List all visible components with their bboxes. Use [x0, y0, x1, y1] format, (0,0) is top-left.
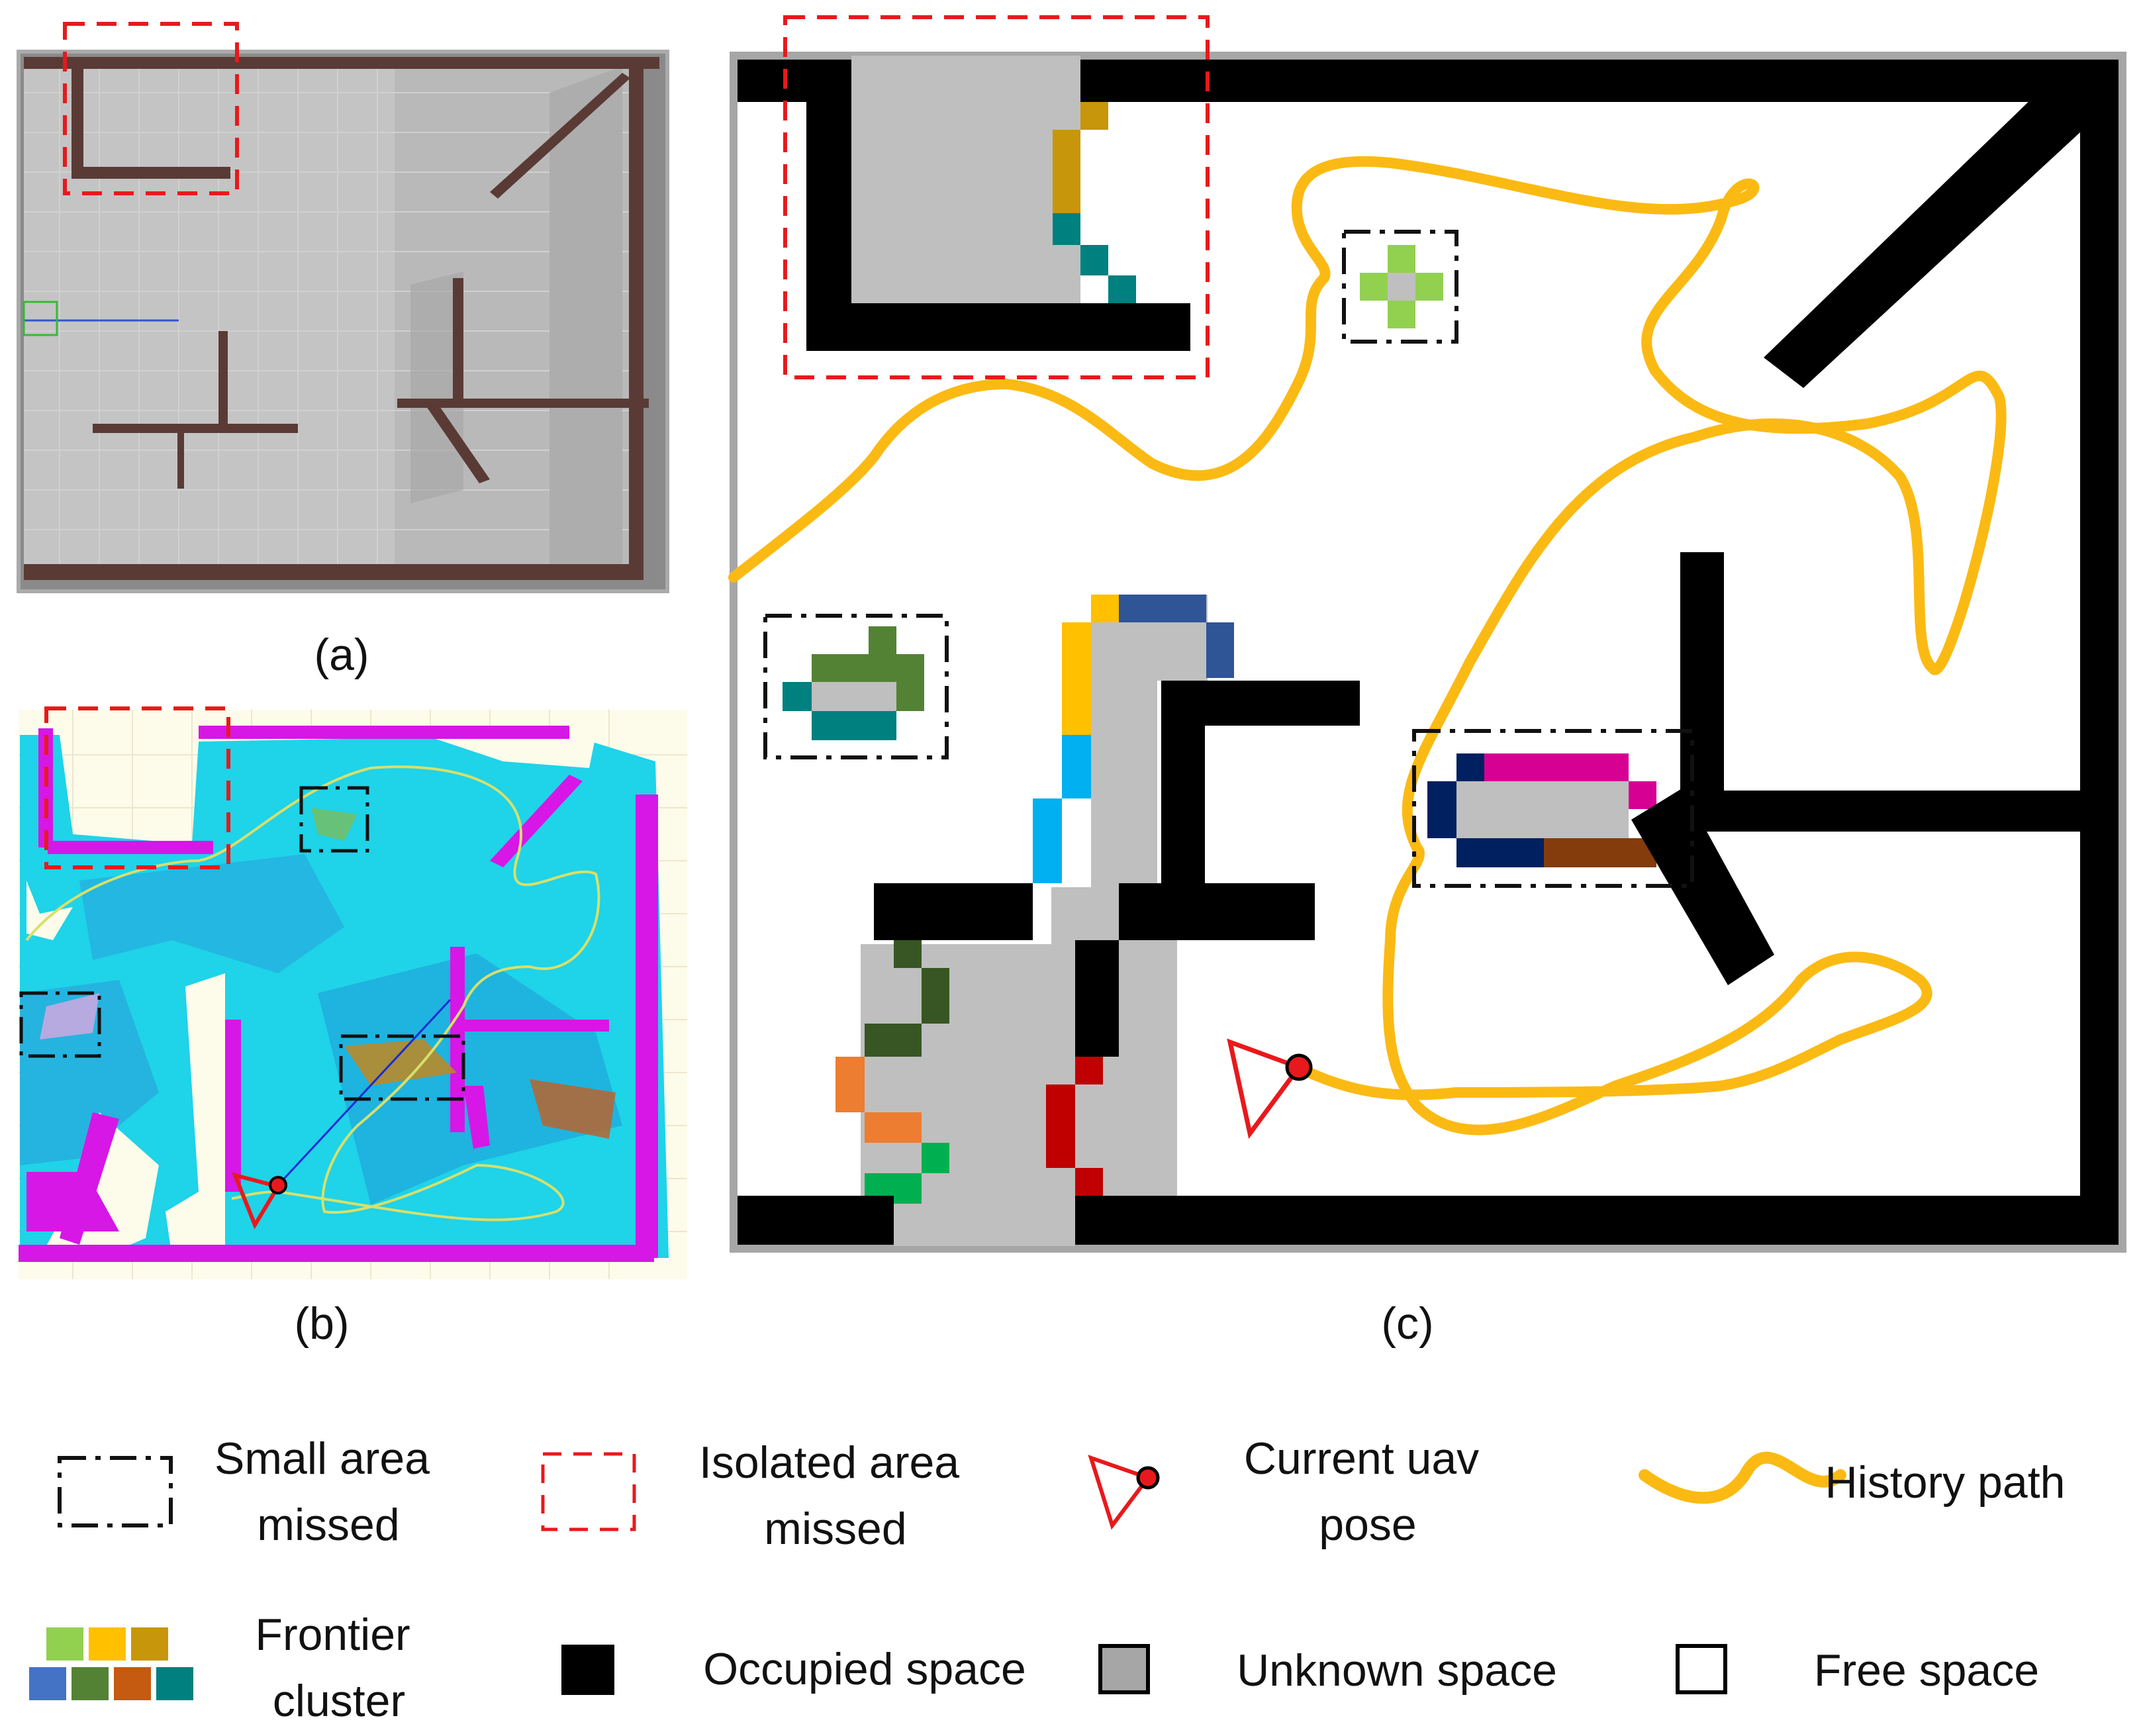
caption-a: (a): [314, 630, 369, 680]
panel-c-frontier-isolated: [1053, 99, 1136, 303]
isolated-area-box-a: [63, 22, 239, 195]
panel-c-frontier-corridor: [835, 595, 1234, 1204]
svg-text:Frontier cluster: Frontier cluster: [255, 1610, 422, 1726]
legend-small-area-line2: missed: [257, 1500, 399, 1550]
panel-c-occupied-walls: [738, 60, 2119, 1245]
legend-frontier-cluster-swatch: [29, 1627, 193, 1700]
legend-history-path-symbol: [1639, 1451, 1846, 1504]
legend-free-label: Free space: [1814, 1645, 2039, 1696]
panel-b-uav-icon: [232, 1172, 287, 1230]
small-area-box-c1: [1342, 230, 1458, 344]
legend-isolated-area-symbol: [541, 1452, 636, 1531]
legend-history-path-label: History path: [1825, 1457, 2066, 1508]
legend-unknown-label: Unknown space: [1237, 1645, 1557, 1696]
legend-free-swatch: [1676, 1644, 1727, 1694]
panel-c-uav-icon[interactable]: [1227, 1038, 1313, 1139]
small-area-box-b3: [339, 1034, 465, 1101]
svg-text:Isolated area missed: Isolated area missed: [699, 1437, 972, 1554]
panel-c-grid-map: [728, 15, 2126, 1253]
isolated-area-box-c: [783, 15, 1210, 379]
small-area-box-c3: [1412, 729, 1694, 888]
legend-small-area-symbol: [58, 1456, 173, 1527]
panel-a-walls: [24, 57, 659, 580]
panel-b-rviz-map: [19, 706, 687, 1279]
panel-c-history-path[interactable]: [728, 156, 2007, 1135]
legend-uav-pose-line2: pose: [1319, 1500, 1416, 1550]
legend: Small area missed Isolated area missed C…: [29, 1433, 2065, 1726]
legend-occupied-label: Occupied space: [703, 1644, 1026, 1694]
svg-text:Small area missed: Small area missed: [215, 1433, 442, 1550]
legend-uav-pose-line1: Current uav: [1244, 1433, 1479, 1484]
small-area-box-c2: [763, 614, 949, 759]
panel-c-frontier-small-top: [1360, 245, 1443, 328]
panel-c-frontier-small-left: [783, 626, 924, 740]
legend-small-area-line1: Small area: [215, 1433, 430, 1484]
panel-a-simulation-view: [17, 22, 669, 593]
caption-b: (b): [294, 1298, 349, 1349]
small-area-box-b1: [299, 786, 369, 853]
legend-uav-pose-icon: [1088, 1455, 1160, 1530]
isolated-area-box-b: [44, 706, 230, 869]
caption-c: (c): [1381, 1298, 1433, 1349]
panel-b-walls: [19, 726, 658, 1262]
legend-isolated-area-line1: Isolated area: [699, 1437, 959, 1488]
legend-isolated-area-line2: missed: [764, 1504, 906, 1554]
legend-frontier-line1: Frontier: [255, 1610, 410, 1660]
legend-occupied-swatch: [561, 1645, 614, 1695]
legend-frontier-line2: cluster: [273, 1676, 405, 1726]
svg-text:Current uav pose: Current uav pose: [1244, 1433, 1492, 1550]
panel-c-frontier-small-right: [1427, 753, 1656, 867]
small-area-box-b2: [19, 991, 101, 1058]
panel-b-history-path: [25, 765, 600, 1222]
panel-b-frontier-fragments: [40, 808, 616, 1139]
legend-unknown-swatch: [1098, 1644, 1150, 1694]
